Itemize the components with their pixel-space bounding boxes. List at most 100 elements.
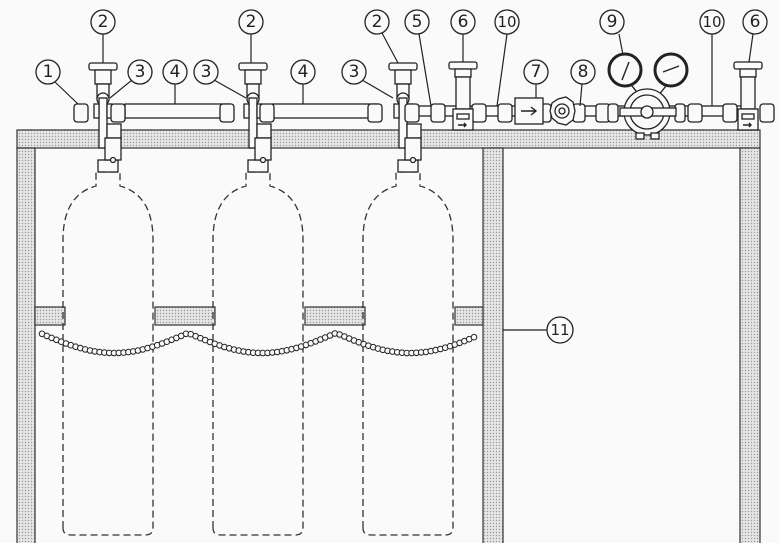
callout-label: 11: [550, 321, 569, 339]
bracket: [393, 103, 400, 119]
left-leg: [16, 147, 36, 543]
callout-2: 2: [90, 9, 116, 35]
callout-3: 3: [341, 59, 367, 85]
callout-label: 3: [201, 62, 212, 82]
middle-leg: [482, 147, 504, 543]
flow-arrow-icon: [458, 122, 467, 128]
flow-arrow-icon: [743, 122, 752, 128]
handwheel: [88, 62, 118, 71]
callout-6: 6: [450, 9, 476, 35]
pipe-fitting: [607, 103, 619, 123]
callout-label: 3: [135, 62, 146, 82]
handwheel: [448, 61, 478, 70]
support-bar: [454, 306, 484, 326]
cylinder-outline: [212, 171, 304, 536]
isolation-valves: [448, 61, 763, 131]
callout-2: 2: [238, 9, 264, 35]
valve-pin: [259, 156, 267, 164]
support-bar: [304, 306, 366, 326]
callout-label: 10: [497, 13, 516, 31]
low-pressure-gauge: [653, 52, 689, 88]
valve-bonnet: [94, 69, 112, 85]
callout-label: 3: [349, 62, 360, 82]
cylinder-outline: [62, 171, 154, 536]
pipe-fitting: [110, 103, 126, 123]
cga-nut: [106, 123, 122, 139]
callout-label: 9: [607, 12, 618, 32]
valve-bonnet: [244, 69, 262, 85]
right-leg: [739, 147, 761, 543]
callout-10: 10: [494, 9, 520, 35]
callout-4: 4: [162, 59, 188, 85]
callout-label: 5: [412, 12, 423, 32]
valve-pin: [109, 156, 117, 164]
valve-body: [740, 76, 756, 110]
pigtail-pipe: [124, 103, 231, 119]
valve-bonnet: [454, 68, 472, 78]
callout-label: 2: [246, 12, 257, 32]
valve-bonnet: [739, 68, 757, 78]
callouts: [54, 32, 754, 331]
valve-body: [455, 76, 471, 110]
support-bar: [34, 306, 66, 326]
support-bar: [154, 306, 216, 326]
pipe-fitting: [73, 103, 89, 123]
filter: [549, 96, 576, 126]
callout-8: 8: [570, 59, 596, 85]
callout-label: 4: [170, 62, 181, 82]
callout-7: 7: [523, 59, 549, 85]
chain-link: [470, 333, 478, 341]
callout-label: 2: [372, 12, 383, 32]
pipe-fitting: [497, 103, 513, 123]
pigtail: [398, 97, 408, 149]
callout-5: 5: [404, 9, 430, 35]
callout-label: 6: [750, 12, 761, 32]
handwheel: [238, 62, 268, 71]
callout-11: 11: [546, 316, 574, 344]
callout-label: 6: [458, 12, 469, 32]
callout-label: 2: [98, 12, 109, 32]
callout-9: 9: [599, 9, 625, 35]
pipe-fitting: [722, 103, 738, 123]
pigtail: [248, 97, 258, 149]
callout-label: 1: [43, 62, 54, 82]
callout-label: 10: [702, 13, 721, 31]
handwheel: [388, 62, 418, 71]
pipe-fitting: [404, 103, 420, 123]
cylinder-outline: [362, 171, 454, 536]
check-valve: [514, 97, 544, 125]
callout-1: 1: [35, 59, 61, 85]
handwheel: [733, 61, 763, 70]
cylinder-valve-body: [404, 137, 422, 161]
callout-4: 4: [290, 59, 316, 85]
pigtail-pipe: [271, 103, 378, 119]
top-shelf: [16, 129, 761, 149]
valve-label: [456, 113, 470, 120]
pipe-fitting: [687, 103, 703, 123]
cylinder-valve-body: [254, 137, 272, 161]
gas-cylinders: [62, 159, 454, 536]
rack-frame: [16, 129, 761, 543]
callout-2: 2: [364, 9, 390, 35]
high-pressure-gauge: [607, 52, 643, 88]
safety-chain: [38, 330, 478, 357]
callout-3: 3: [193, 59, 219, 85]
callout-10: 10: [699, 9, 725, 35]
callout-6: 6: [742, 9, 768, 35]
pipe-fitting: [219, 103, 235, 123]
callout-label: 4: [298, 62, 309, 82]
bracket: [93, 103, 100, 119]
valve-pin: [409, 156, 417, 164]
callout-label: 7: [531, 62, 542, 82]
cga-nut: [406, 123, 422, 139]
callout-3: 3: [127, 59, 153, 85]
pipe-fitting: [759, 103, 775, 123]
pipe-fitting: [367, 103, 383, 123]
bracket: [243, 103, 250, 119]
pigtail: [98, 97, 108, 149]
pipe-fitting: [471, 103, 487, 123]
cylinder-valve-body: [104, 137, 122, 161]
pipe-fitting: [430, 103, 446, 123]
